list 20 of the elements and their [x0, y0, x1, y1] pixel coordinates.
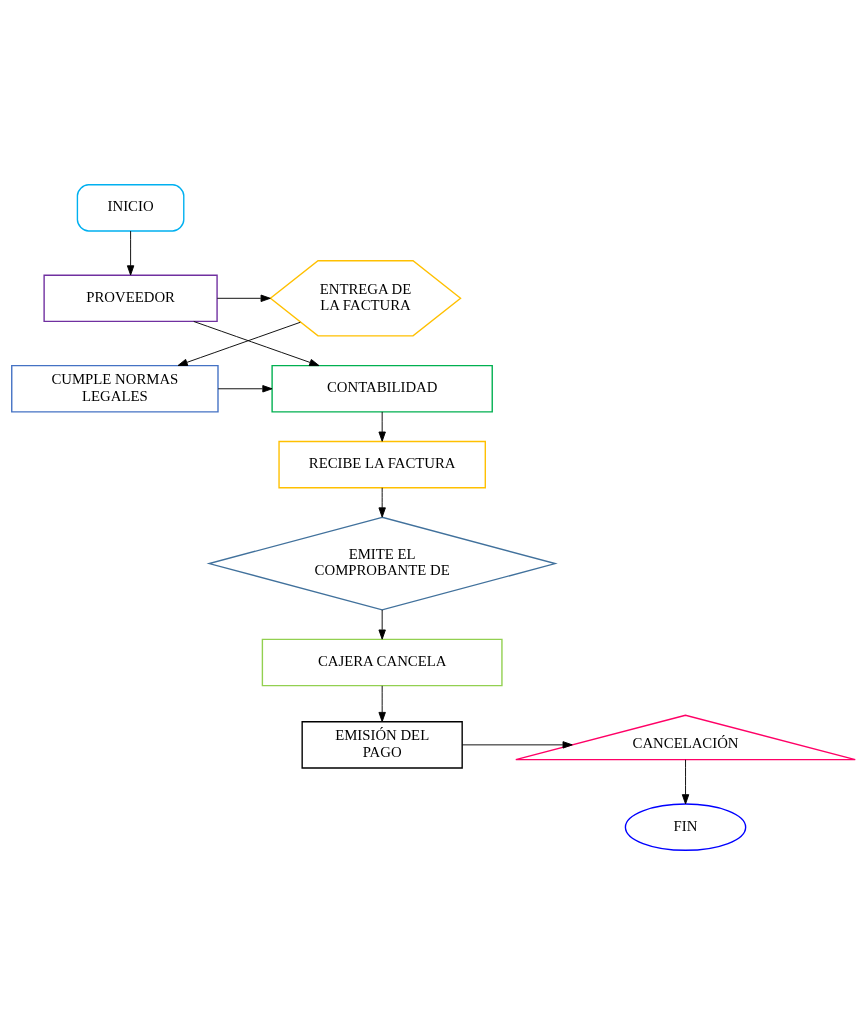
node-box: CUMPLE NORMAS LEGALES — [11, 364, 219, 413]
node-diamond: EMITE EL COMPROBANTE DE — [206, 516, 558, 611]
node-box: EMISIÓN DEL PAGO — [301, 721, 463, 769]
arrow — [378, 411, 386, 442]
node-box: CAJERA CANCELA — [261, 638, 503, 687]
arrow — [378, 609, 386, 640]
arrow — [193, 321, 320, 367]
node-box: CONTABILIDAD — [271, 364, 493, 413]
arrow — [378, 685, 386, 723]
node-box: INICIO — [76, 184, 185, 232]
arrow — [378, 487, 386, 518]
arrow — [177, 321, 301, 366]
arrow — [681, 759, 690, 805]
arrow — [216, 294, 271, 302]
arrow — [217, 385, 273, 393]
node-ellipse: FIN — [624, 803, 747, 851]
arrow — [462, 741, 573, 749]
node-box: RECIBE LA FACTURA — [278, 440, 486, 489]
arrow — [126, 230, 135, 276]
node-box: PROVEEDOR — [43, 274, 218, 323]
